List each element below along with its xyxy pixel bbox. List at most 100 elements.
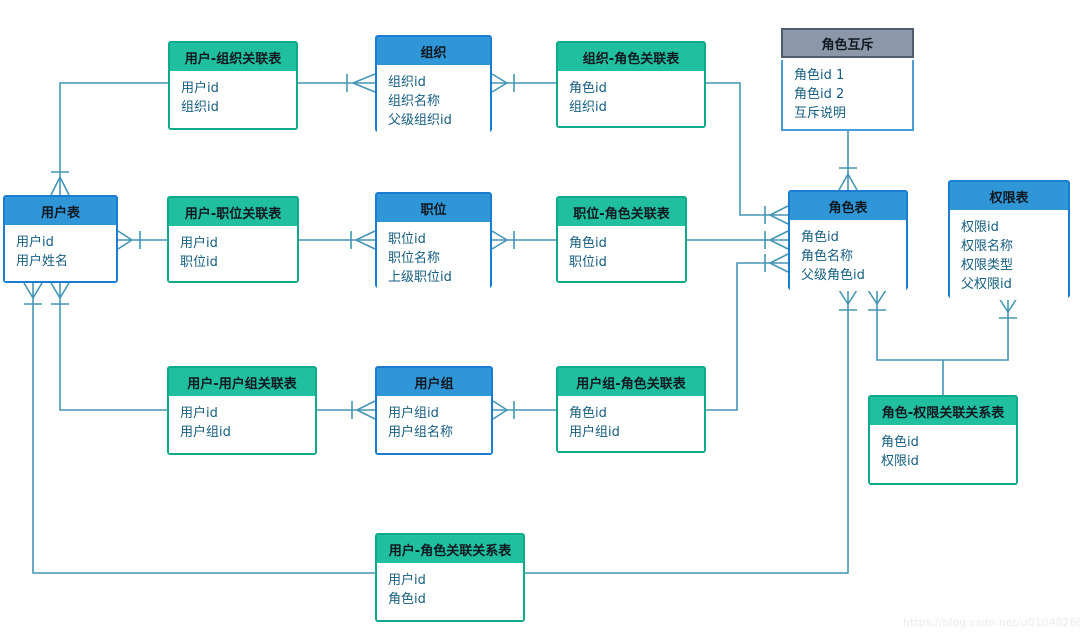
entity-field: 用户id (180, 236, 218, 251)
cardinality-many-crowfoot (492, 400, 508, 411)
connector-role_table-perm_table (867, 289, 1018, 361)
entity-fields: 用户id 职位id (169, 228, 297, 281)
entity-title: 用户-职位关联表 (169, 198, 297, 228)
watermark: https://blog.csdn.net/u010482601 (903, 616, 1080, 629)
connector-org-org_role_assoc (491, 73, 556, 93)
entity-field: 组织id (181, 100, 219, 115)
entity-user_pos_assoc: 用户-职位关联表用户id 职位id (167, 196, 299, 283)
entity-title: 权限表 (950, 182, 1068, 212)
entity-field: 用户id (16, 235, 54, 250)
entity-title: 用户组 (377, 368, 491, 398)
connector-user_group-group_role_assoc (492, 400, 556, 420)
connector-user_org_assoc-org (298, 73, 376, 93)
entity-field: 角色id (801, 230, 839, 245)
entity-fields: 用户id 组织id (170, 73, 296, 128)
entity-role_table: 角色表角色id 角色名称父级角色id (788, 190, 908, 291)
cardinality-many-crowfoot (769, 230, 789, 241)
entity-title: 角色表 (790, 192, 906, 222)
entity-field: 角色id (569, 236, 607, 251)
entity-field: 职位名称 (388, 251, 441, 266)
connector-pos_role_assoc-role_table (687, 230, 789, 250)
entity-field: 角色id (569, 81, 607, 96)
entity-title: 职位 (377, 194, 490, 224)
entity-field: 角色id 1 (794, 68, 845, 83)
entity-title: 角色互斥 (781, 28, 914, 58)
entity-fields: 角色id 角色名称父级角色id (790, 222, 906, 291)
cardinality-many-crowfoot (356, 400, 376, 411)
entity-field: 权限名称 (961, 239, 1014, 254)
cardinality-many-crowfoot (491, 82, 508, 93)
cardinality-many-crowfoot (352, 82, 376, 93)
cardinality-many-crowfoot (876, 289, 887, 305)
cardinality-many-crowfoot (59, 282, 70, 299)
entity-title: 用户-用户组关联表 (169, 368, 315, 398)
cardinality-many-crowfoot (867, 289, 878, 305)
entity-field: 用户组id (180, 425, 231, 440)
cardinality-many-crowfoot (998, 297, 1009, 313)
entity-field: 父级角色id (801, 268, 865, 283)
cardinality-many-crowfoot (769, 205, 789, 216)
entity-title: 用户表 (5, 197, 116, 227)
entity-user_group_assoc: 用户-用户组关联表用户id 用户组id (167, 366, 317, 455)
connector-position-pos_role_assoc (491, 230, 556, 250)
cardinality-many-crowfoot (59, 176, 70, 196)
entity-field: 职位id (388, 232, 426, 247)
entity-field: 角色id (881, 435, 919, 450)
entity-title: 角色-权限关联关系表 (870, 397, 1016, 427)
cardinality-many-crowfoot (847, 173, 858, 191)
entity-field: 权限类型 (961, 258, 1014, 273)
entity-field: 用户组id (388, 406, 439, 421)
connector-user_group_assoc-user_group (317, 400, 376, 420)
entity-fields: 用户id 用户姓名 (5, 227, 116, 281)
entity-fields: 用户组id 用户组名称 (377, 398, 491, 453)
entity-field: 用户组名称 (388, 425, 454, 440)
cardinality-many-crowfoot (769, 214, 789, 225)
entity-title: 职位-角色关联表 (558, 198, 685, 228)
entity-field: 角色id (569, 406, 607, 421)
connector-user_table-user_pos_assoc (117, 230, 167, 250)
connector-user_role_assoc-role_table (525, 289, 858, 574)
entity-user_group: 用户组用户组id 用户组名称 (375, 366, 493, 455)
cardinality-many-crowfoot (50, 282, 61, 299)
connector-user_table-user_group_assoc (50, 282, 167, 411)
entity-field: 上级职位id (388, 270, 452, 285)
cardinality-many-crowfoot (492, 409, 508, 420)
entity-field: 父级组织id (388, 113, 452, 128)
entity-user_table: 用户表用户id 用户姓名 (3, 195, 118, 283)
cardinality-many-crowfoot (23, 282, 34, 299)
cardinality-many-crowfoot (50, 176, 61, 196)
entity-title: 用户-角色关联关系表 (377, 535, 523, 565)
cardinality-many-crowfoot (838, 173, 849, 191)
entity-field: 用户姓名 (16, 254, 69, 269)
cardinality-many-crowfoot (355, 239, 376, 250)
entity-field: 用户id (181, 81, 219, 96)
connector-role_mutex-role_table (838, 127, 858, 191)
connector-user_table-user_role_assoc (23, 282, 375, 574)
cardinality-many-crowfoot (838, 289, 849, 305)
cardinality-many-crowfoot (847, 289, 858, 305)
connector-org_role_assoc-role_table (706, 82, 789, 225)
cardinality-many-crowfoot (117, 239, 133, 250)
cardinality-many-crowfoot (1007, 297, 1018, 313)
entity-fields: 职位id 职位名称上级职位id (377, 224, 490, 293)
entity-field: 用户id (180, 406, 218, 421)
entity-field: 职位id (180, 255, 218, 270)
entity-field: 组织名称 (388, 94, 441, 109)
cardinality-many-crowfoot (491, 230, 508, 241)
entity-position: 职位职位id 职位名称上级职位id (375, 192, 492, 293)
entity-fields: 用户id 用户组id (169, 398, 315, 453)
entity-field: 用户组id (569, 425, 620, 440)
entity-field: 角色名称 (801, 249, 854, 264)
entity-field: 用户id (388, 573, 426, 588)
